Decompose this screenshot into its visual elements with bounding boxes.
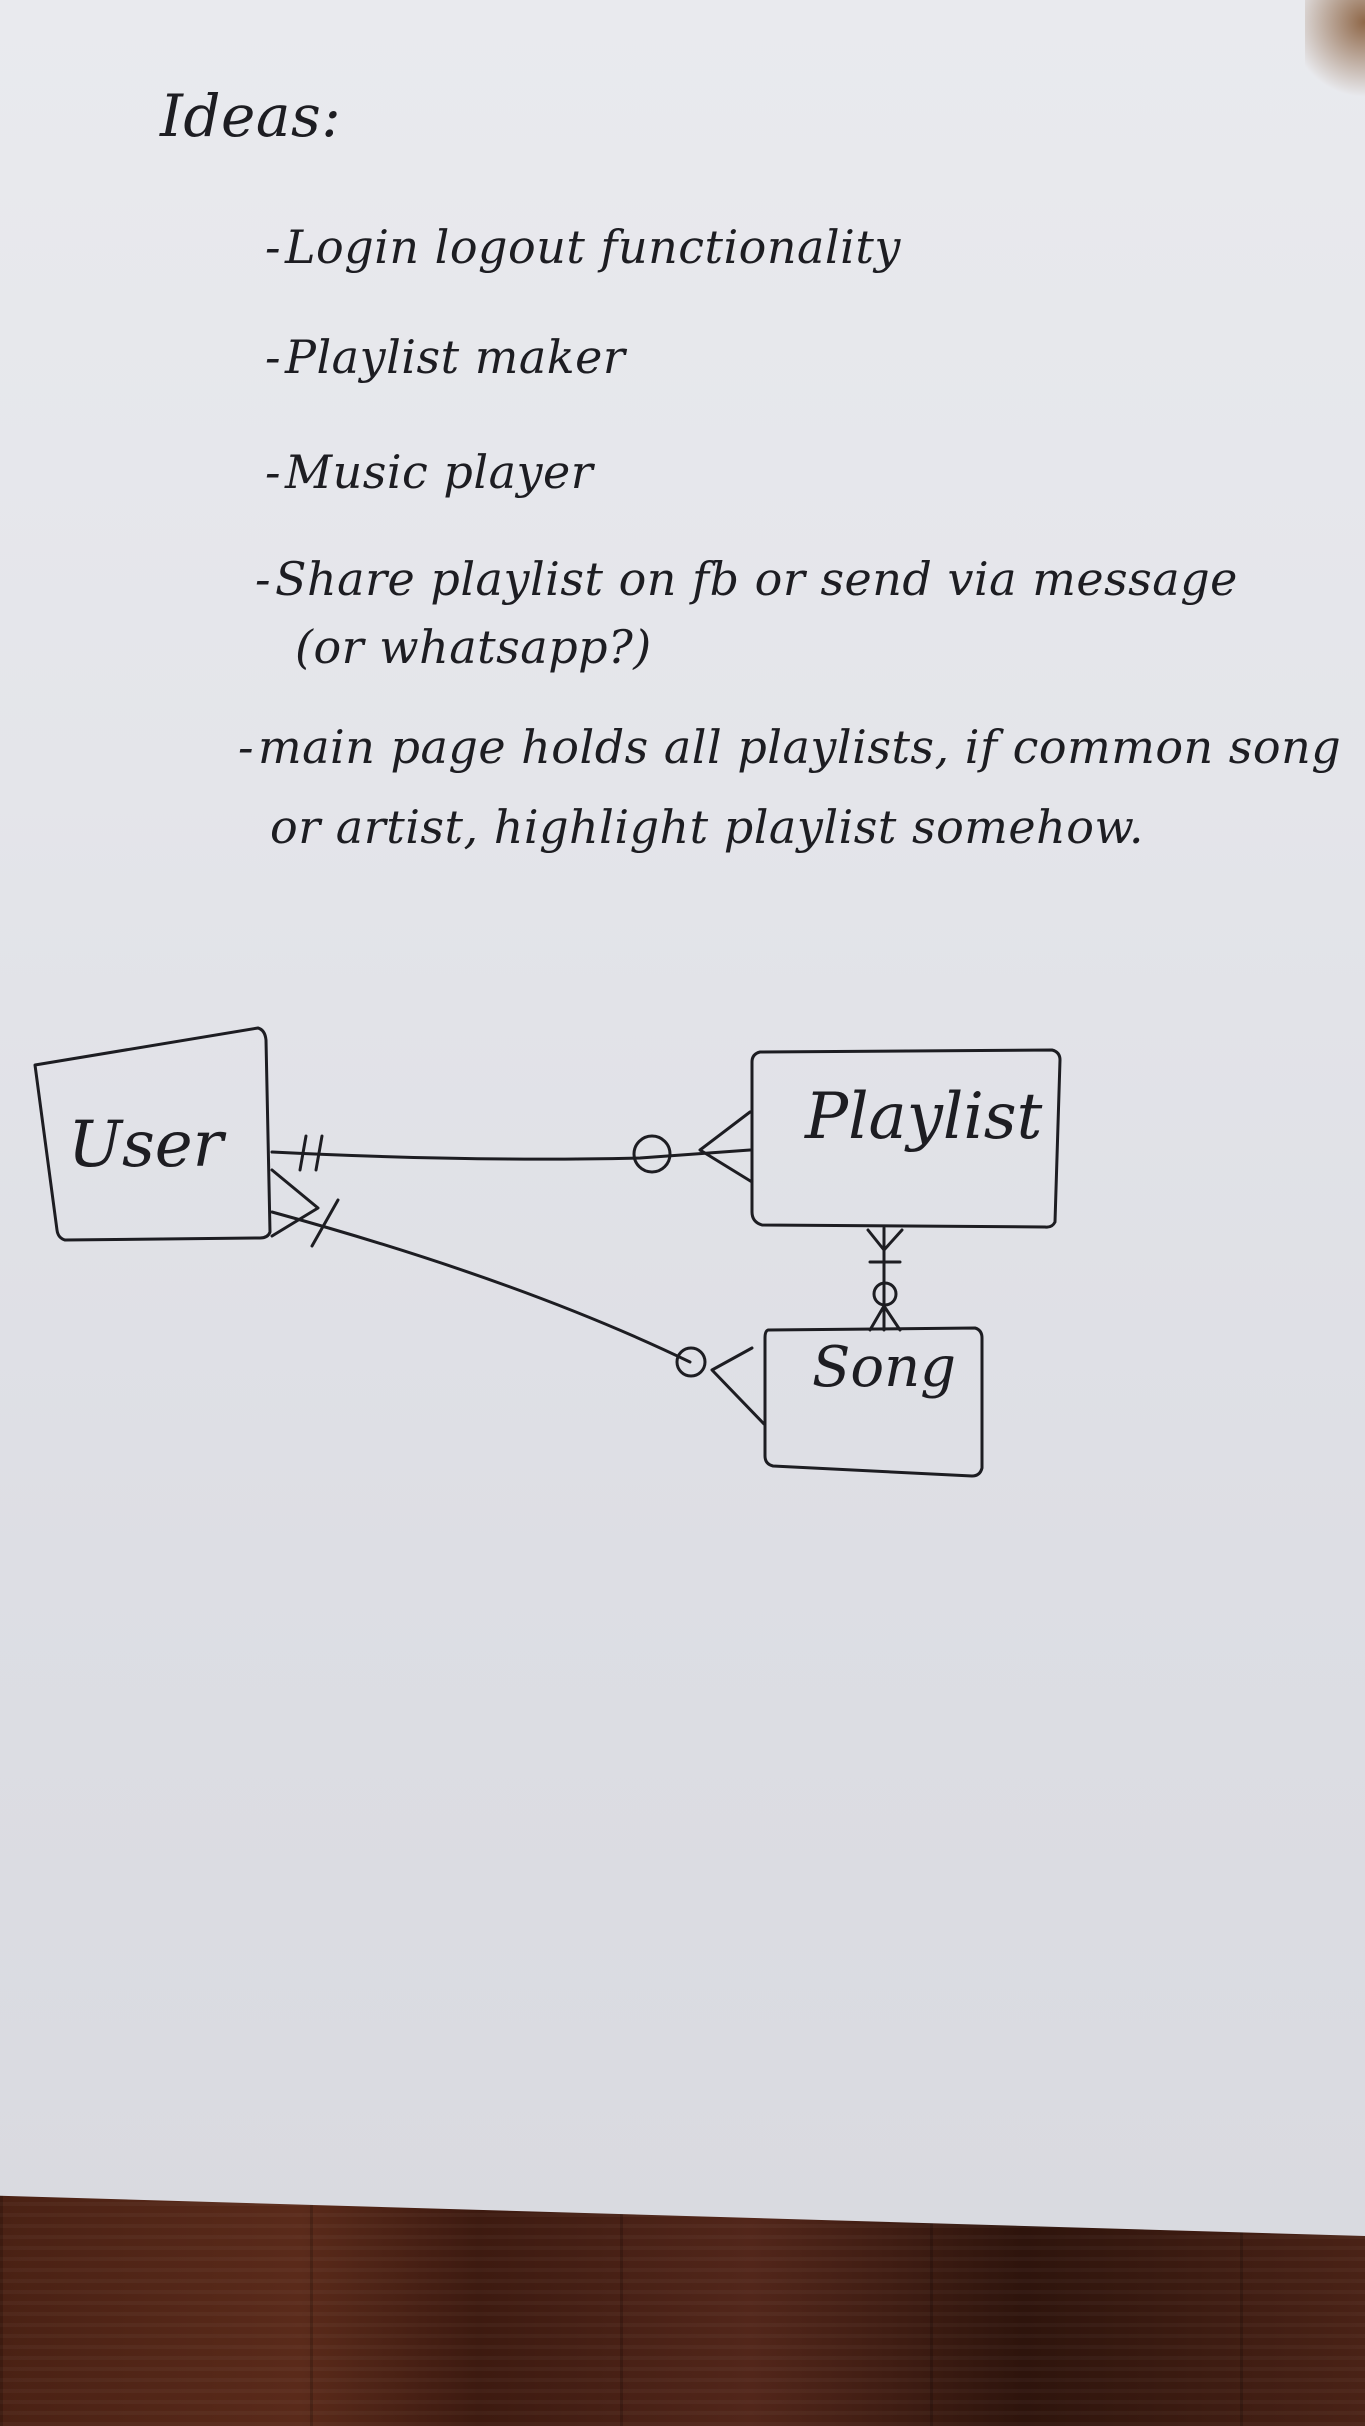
note-text: main page holds all playlists, if common… (258, 720, 1342, 774)
song-entity-label: Song (812, 1335, 956, 1400)
paper-sheet (0, 0, 1365, 2236)
note-item-playlist-maker: -Playlist maker (265, 330, 626, 384)
note-item-login: -Login logout functionality (265, 220, 901, 274)
playlist-entity-box (750, 1048, 1062, 1229)
user-entity-box (33, 1026, 272, 1242)
note-text: Login logout functionality (285, 220, 901, 274)
paper-corner-shadow (1305, 0, 1365, 110)
note-item-music-player: -Music player (265, 445, 594, 499)
note-item-main-page: -main page holds all playlists, if commo… (238, 720, 1342, 774)
user-playlist-relationship (270, 1148, 752, 1161)
note-text: Playlist maker (285, 330, 626, 384)
note-item-share-playlist: -Share playlist on fb or send via messag… (255, 552, 1238, 606)
user-entity-label: User (68, 1108, 224, 1182)
note-item-main-page-cont: or artist, highlight playlist somehow. (270, 800, 1144, 854)
er-diagram (33, 1026, 1062, 1478)
notes-title: Ideas: (160, 82, 342, 150)
wooden-floor (0, 2190, 1365, 2426)
playlist-entity-label: Playlist (805, 1080, 1043, 1154)
song-entity-box (763, 1326, 984, 1478)
note-text: Share playlist on fb or send via message (275, 552, 1238, 606)
note-item-share-playlist-cont: (or whatsapp?) (295, 620, 652, 674)
note-text: Music player (285, 445, 594, 499)
user-song-relationship (270, 1210, 692, 1364)
